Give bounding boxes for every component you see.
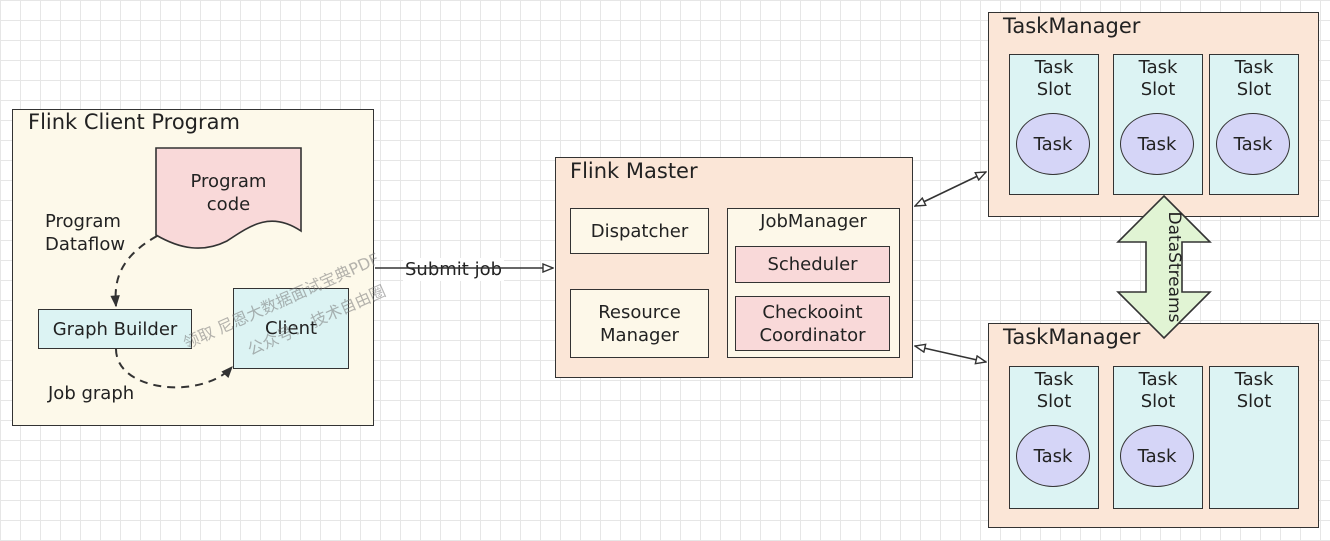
taskmanager-2-title: TaskManager — [1003, 325, 1141, 349]
master-tm1-arrow — [915, 172, 986, 206]
taskmanager-1-title: TaskManager — [1003, 14, 1141, 38]
master-tm2-arrow — [915, 346, 986, 362]
jobmanager-title: JobManager — [760, 211, 867, 232]
tm2-slot-3-label: Task Slot — [1234, 369, 1274, 412]
submit-job-label: Submit job — [403, 258, 505, 281]
tm1-task-3: Task — [1216, 113, 1290, 175]
tm2-slot-2-label: Task Slot — [1138, 369, 1178, 412]
program-code-label: Program code — [190, 171, 267, 215]
tm2-task-1: Task — [1016, 425, 1090, 487]
datastreams-arrow — [1116, 194, 1212, 340]
tm1-task-slot-3: Task Slot Task — [1209, 54, 1299, 195]
tm1-slot-1-label: Task Slot — [1034, 57, 1074, 100]
scheduler-label: Scheduler — [767, 254, 858, 275]
graph-builder-label: Graph Builder — [52, 318, 178, 340]
client-title: Flink Client Program — [28, 110, 240, 134]
program-dataflow-label: Program Dataflow — [45, 211, 126, 255]
resource-manager-label: Resource Manager — [598, 301, 681, 346]
tm2-task-slot-1: Task Slot Task — [1009, 366, 1099, 509]
tm2-task-slot-3: Task Slot — [1209, 366, 1299, 509]
datastreams-label: DataStreams — [1164, 212, 1184, 323]
tm2-task-2: Task — [1120, 425, 1194, 487]
tm1-task-slot-2: Task Slot Task — [1113, 54, 1203, 195]
job-graph-label: Job graph — [48, 383, 135, 404]
client-box: Client — [233, 288, 349, 369]
tm1-task-1: Task — [1016, 113, 1090, 175]
tm2-slot-1-label: Task Slot — [1034, 369, 1074, 412]
program-code-document — [155, 147, 302, 249]
tm1-slot-3-label: Task Slot — [1234, 57, 1274, 100]
tm1-slot-2-label: Task Slot — [1138, 57, 1178, 100]
master-title: Flink Master — [570, 159, 698, 183]
tm2-task-slot-2: Task Slot Task — [1113, 366, 1203, 509]
dispatcher-label: Dispatcher — [590, 220, 689, 242]
resource-manager: Resource Manager — [570, 289, 709, 358]
checkpoint-coordinator: Checkooint Coordinator — [735, 296, 890, 351]
scheduler: Scheduler — [735, 246, 890, 283]
client-box-label: Client — [264, 318, 318, 339]
checkpoint-coordinator-label: Checkooint Coordinator — [759, 301, 866, 346]
graph-builder: Graph Builder — [38, 309, 192, 349]
dispatcher: Dispatcher — [570, 208, 709, 254]
tm1-task-slot-1: Task Slot Task — [1009, 54, 1099, 195]
tm1-task-2: Task — [1120, 113, 1194, 175]
